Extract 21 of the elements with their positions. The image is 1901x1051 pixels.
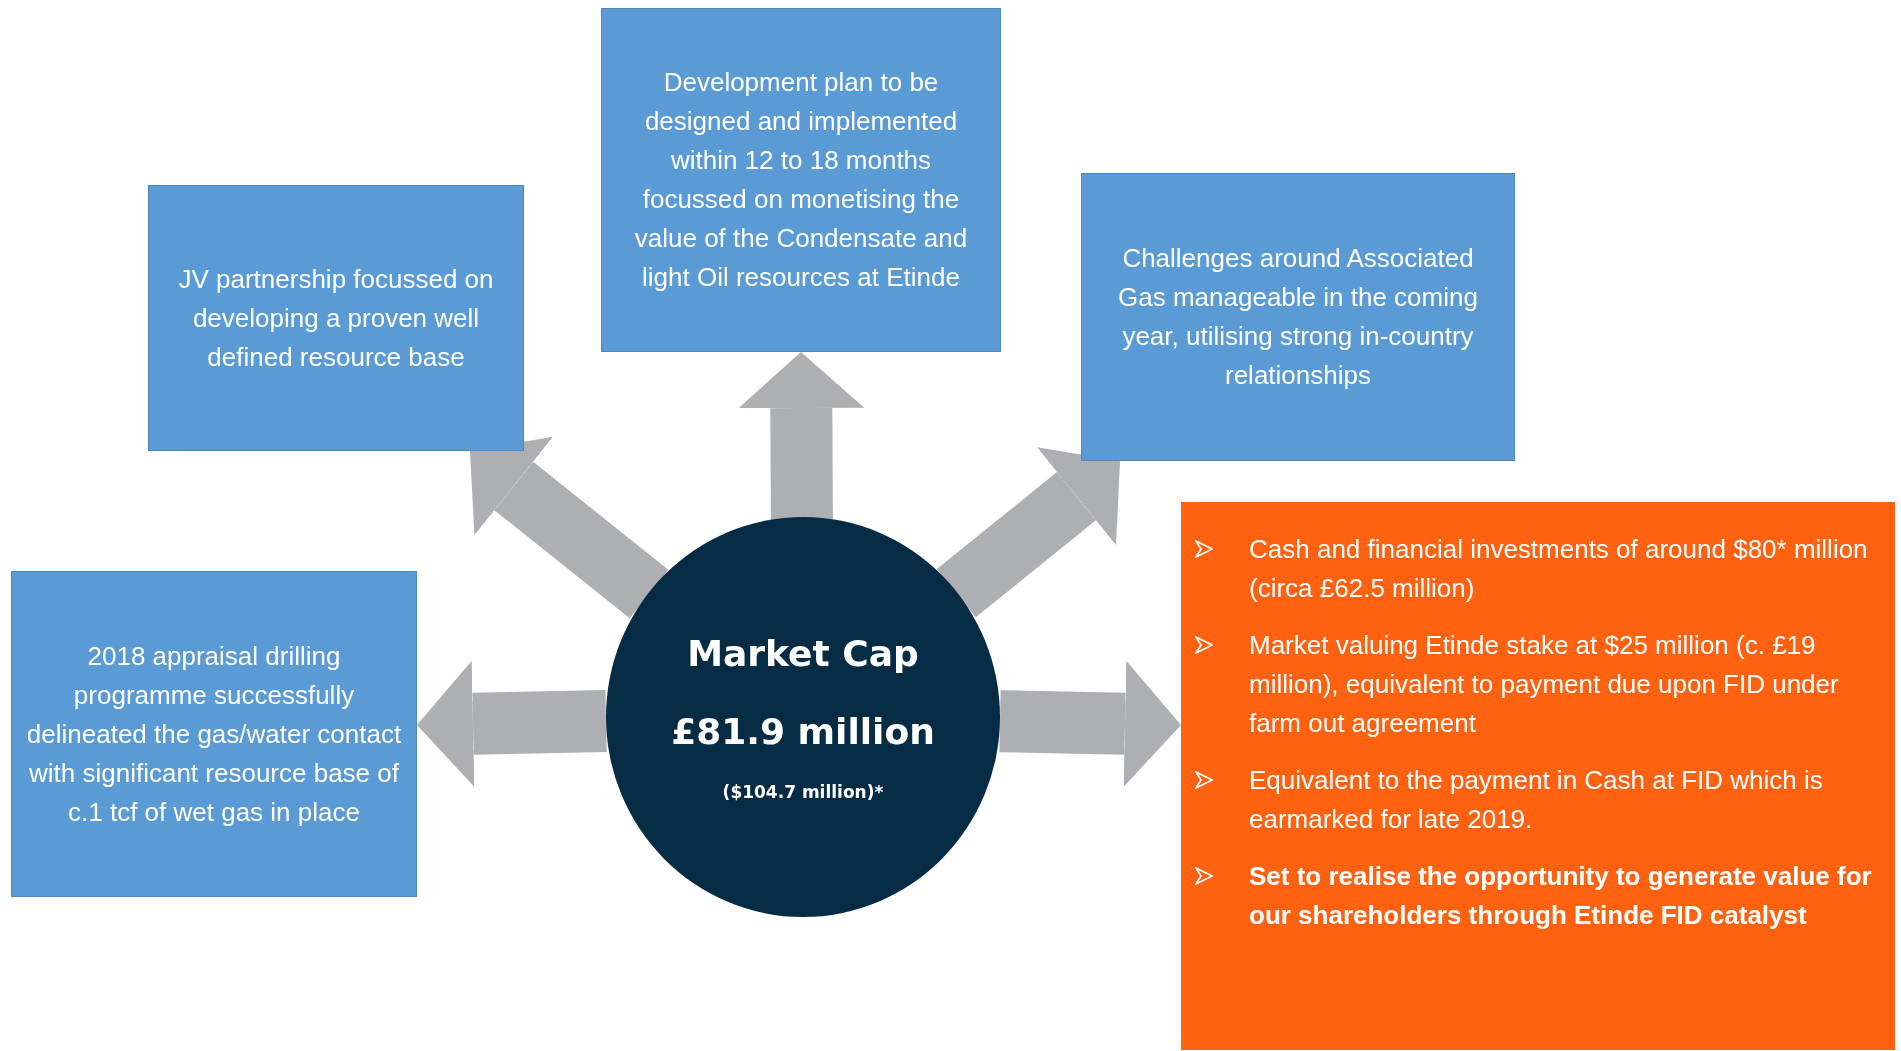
bullet-text: Market valuing Etinde stake at $25 million (c. £19 million), equivalent to payment due upon FID under farm out agreement [1249,629,1840,740]
block-arrow [470,436,669,619]
highlight-panel [1181,502,1895,1050]
info-box [11,571,417,897]
note-text: ($104.7 million)* [722,781,884,803]
heading: Market Cap [687,631,919,675]
bullet-text: Equivalent to the payment in Cash at FID which is earmarked for late 2019. [1249,764,1824,836]
bullet-text: Set to realise the opportunity to generate value for our shareholders through Etinde FID catalyst [1249,860,1873,932]
block-arrow [936,447,1120,618]
box-text: Development plan to be designed and implemented within 12 to 18 months focussed on monetising the value of the Condensate and light Oil resources at Etinde [633,66,969,294]
bullet-text: Cash and financial investments of around $80* million (circa £62.5 million) [1249,533,1869,605]
info-box [1081,173,1515,461]
box-text: Challenges around Associated Gas manageable in the coming year, utilising strong in-country relationships [1117,242,1479,392]
block-arrow [738,352,865,521]
value-text: £81.9 million [671,709,935,754]
info-box [148,185,524,451]
block-arrow [999,660,1181,787]
info-box [601,8,1001,352]
box-text: 2018 appraisal drilling programme successfully delineated the gas/water contact with significant resource base of c.1 tcf of wet gas in place [26,639,402,829]
box-text: JV partnership focussed on developing a proven well defined resource base [177,262,495,374]
block-arrow [417,660,607,787]
